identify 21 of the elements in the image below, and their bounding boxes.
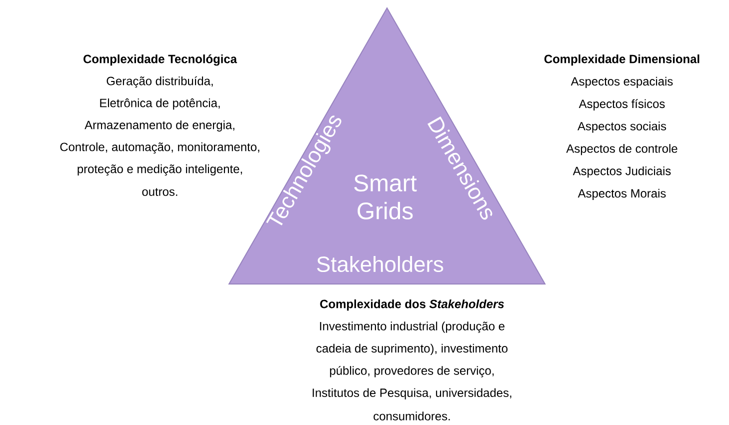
body-text: Aspectos físicos <box>578 99 665 110</box>
body-text: cadeia de suprimento), investimento <box>316 344 508 355</box>
body-text: proteção e medição inteligente, <box>78 164 242 176</box>
body-text: público, provedores de serviço, <box>330 366 494 378</box>
heading: Complexidade dos Stakeholders <box>320 299 504 311</box>
base-title: Stakeholders <box>317 256 444 272</box>
body-text: consumidores. <box>374 412 450 420</box>
body-text: Aspectos Judiciais <box>572 166 671 178</box>
heading: Complexidade Dimensional <box>544 54 700 66</box>
body-text: Geração distribuída, <box>106 76 213 88</box>
center-title: Smart Grids <box>354 174 417 220</box>
body-text: Aspectos espaciais <box>570 76 673 88</box>
body-text: Institutos de Pesquisa, universidades, <box>312 388 512 400</box>
body-text: Investimento industrial (produção e <box>320 322 504 333</box>
body-text: Controle, automação, monitoramento, <box>60 142 260 154</box>
body-text: Aspectos de controle <box>566 144 678 156</box>
heading: Complexidade Tecnológica <box>84 54 238 66</box>
body-text: outros. <box>142 188 178 196</box>
body-text: Armazenamento de energia, <box>84 120 234 132</box>
body-text: Aspectos sociais <box>578 122 666 133</box>
body-text: Aspectos Morais <box>578 188 666 200</box>
